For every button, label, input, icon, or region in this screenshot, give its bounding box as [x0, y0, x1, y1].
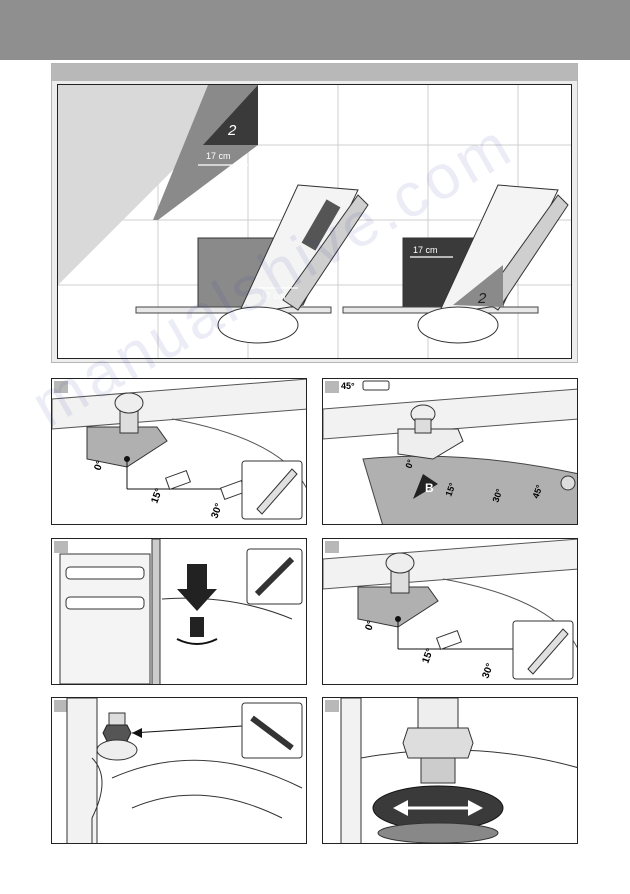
- step-panel-2: 45° B 0° 15° 30° 45°: [322, 378, 578, 525]
- step-panel-3: [51, 538, 307, 685]
- tile-number-label: 2: [227, 122, 237, 139]
- angle-0-label: 0°: [92, 459, 106, 472]
- right-tile-cutter: 17 cm 2: [342, 184, 569, 344]
- angle-30-label: 30°: [490, 487, 504, 504]
- angle-15-label: 15°: [149, 487, 165, 505]
- angle-30-label: 30°: [209, 502, 225, 520]
- main-illustration-section: 2 17 cm 17 cm: [51, 63, 578, 363]
- nut-adjust-illustration: [66, 698, 303, 843]
- angle-stop-illustration-2: 0° 15° 30°: [323, 539, 577, 680]
- angle-15-label: 15°: [420, 647, 436, 665]
- left-tile-cutter: 17 cm: [135, 184, 369, 344]
- left-saw-measure-label: 17 cm: [261, 291, 286, 301]
- tile-cutter-illustration: 2 17 cm 17 cm: [58, 85, 571, 358]
- right-saw-measure-label: 17 cm: [413, 245, 438, 255]
- step-panel-4: 0° 15° 30°: [322, 538, 578, 685]
- angle-30-label: 30°: [480, 662, 496, 680]
- angle-45-top-label: 45°: [341, 381, 355, 391]
- bolt-loosen-illustration: [59, 539, 303, 684]
- marker-b-label: B: [425, 481, 434, 495]
- step-number-box: [325, 541, 339, 553]
- right-tile-number-label: 2: [477, 290, 487, 307]
- angle-0-label: 0°: [403, 458, 415, 470]
- main-illustration-panel: 2 17 cm 17 cm: [57, 84, 572, 359]
- step-number-box: [325, 700, 339, 712]
- top-measure-label: 17 cm: [206, 151, 231, 161]
- angle-scale-illustration: 45° B 0° 15° 30° 45°: [323, 380, 577, 524]
- angle-15-label: 15°: [443, 481, 457, 498]
- header-bar: [0, 0, 630, 60]
- step-number-box: [325, 381, 339, 393]
- step-panel-1: 0° 15° 30°: [51, 378, 307, 525]
- angle-stop-illustration: 0° 15° 30°: [52, 379, 306, 520]
- step-number-box: [54, 541, 68, 553]
- step-number-box: [54, 700, 68, 712]
- step-number-box: [54, 381, 68, 393]
- section-header-bar: [52, 64, 577, 81]
- step-panel-5: [51, 697, 307, 844]
- foot-adjust-illustration: [340, 698, 577, 843]
- angle-0-label: 0°: [363, 619, 377, 632]
- angle-45-label: 45°: [530, 483, 544, 500]
- step-panel-6: [322, 697, 578, 844]
